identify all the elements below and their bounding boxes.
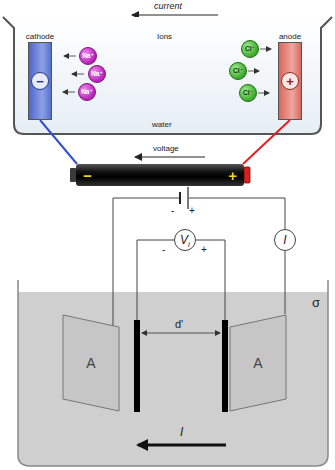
- wire: [285, 251, 286, 314]
- electrode-plate: A: [62, 314, 120, 412]
- electrode-bar: [134, 320, 140, 412]
- water-label: water: [152, 121, 172, 129]
- node-text: A: [253, 355, 262, 371]
- node-text: Cl⁻: [233, 67, 243, 75]
- current-label: I: [180, 426, 183, 438]
- battery-symbol: [187, 187, 188, 209]
- current-arrow: [138, 444, 226, 447]
- current-label: current: [154, 2, 182, 11]
- voltage-label: voltage: [153, 145, 179, 153]
- polarity-sign: +: [201, 245, 207, 255]
- polarity-sign: +: [189, 206, 195, 216]
- dimension-line: [142, 333, 220, 334]
- node-text: +: [228, 167, 237, 184]
- current-arrow: [132, 15, 218, 16]
- electrode-name: anode: [279, 32, 301, 41]
- node-text: Na⁺: [91, 70, 103, 78]
- sodium-ion: Na⁺: [88, 65, 106, 83]
- polarity-sign: −: [31, 72, 49, 90]
- cathode-plate: cathode−: [28, 42, 52, 120]
- node-text: V: [180, 233, 188, 247]
- node-text: A: [86, 355, 95, 371]
- battery-terminal: [244, 167, 250, 183]
- sodium-ion: Na⁺: [78, 83, 96, 101]
- polarity-sign: +: [281, 72, 299, 90]
- node-text: Na⁺: [82, 52, 94, 60]
- electrode-plate: A: [229, 314, 287, 412]
- distance-label: d': [175, 319, 183, 330]
- ammeter: I: [274, 229, 296, 251]
- polarity-sign: -: [171, 206, 174, 216]
- battery: −+: [76, 164, 244, 186]
- circuit-wires: [113, 198, 285, 326]
- node-text: I: [283, 233, 286, 247]
- electrode-bar: [222, 320, 228, 412]
- electrode-name: cathode: [26, 32, 54, 41]
- anode-plate: anode+: [278, 42, 302, 120]
- chloride-ion: Cl⁻: [239, 84, 257, 102]
- wire: [40, 120, 77, 164]
- ions-label: Ions: [157, 33, 172, 41]
- node-text: i: [188, 240, 190, 249]
- electrolyte: [18, 292, 328, 466]
- node-text: Cl⁻: [243, 89, 253, 97]
- voltage-arrow: [135, 157, 205, 158]
- chloride-ion: Cl⁻: [241, 40, 259, 58]
- node-text: −: [83, 167, 92, 184]
- voltmeter: Vi: [174, 229, 196, 251]
- wire: [243, 120, 290, 164]
- conductivity-label: σ: [312, 296, 320, 309]
- sodium-ion: Na⁺: [79, 47, 97, 65]
- node-text: Na⁺: [81, 88, 93, 96]
- chloride-ion: Cl⁻: [229, 62, 247, 80]
- battery-symbol: [179, 192, 181, 204]
- node-text: Cl⁻: [245, 45, 255, 53]
- water-tank: [3, 17, 332, 134]
- bath-container: [18, 280, 328, 466]
- polarity-sign: -: [162, 245, 165, 255]
